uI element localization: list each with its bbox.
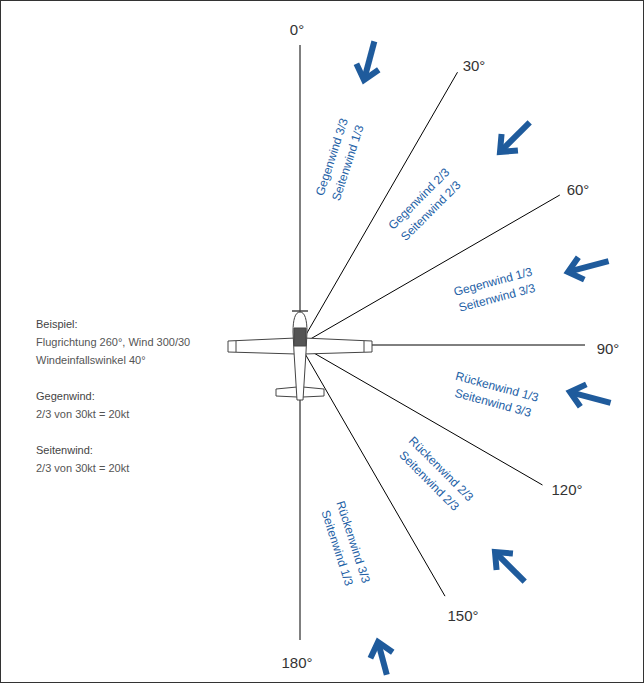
wind-arrow xyxy=(356,41,378,80)
example-text: Windeinfallswinkel 40° xyxy=(36,354,146,367)
arrow-head xyxy=(370,642,392,658)
fuselage xyxy=(293,312,307,400)
cockpit xyxy=(294,328,306,346)
airplane xyxy=(228,311,372,400)
wind-arrow xyxy=(370,642,392,675)
arrow-shaft xyxy=(502,122,530,150)
example-text: Seitenwind: xyxy=(36,444,93,457)
example-text: 2/3 von 30kt = 20kt xyxy=(36,408,129,421)
angle-ray xyxy=(300,45,301,345)
wind-arrows xyxy=(356,41,610,674)
angle-label: 120° xyxy=(551,481,582,499)
angle-label: 0° xyxy=(290,21,304,39)
example-text: Flugrichtung 260°, Wind 300/30 xyxy=(36,336,190,349)
arrow-head xyxy=(356,64,378,80)
arrow-head xyxy=(568,257,584,279)
angle-label: 60° xyxy=(567,181,590,199)
wind-arrow xyxy=(495,552,525,582)
wind-arrow xyxy=(570,384,611,406)
wind-arrow xyxy=(568,257,609,279)
angle-label: 150° xyxy=(447,607,478,625)
arrow-shaft xyxy=(497,554,525,582)
wing-tip xyxy=(364,341,365,352)
arrow-head xyxy=(495,552,513,570)
propeller xyxy=(292,310,308,312)
wind-arrow xyxy=(500,122,530,152)
angle-label: 90° xyxy=(597,340,620,358)
arrow-head xyxy=(570,384,586,406)
wing-tip xyxy=(236,341,237,352)
example-text: Gegenwind: xyxy=(36,390,95,403)
arrow-head xyxy=(500,134,518,152)
angle-label: 30° xyxy=(463,57,486,75)
angle-label: 180° xyxy=(281,654,312,672)
example-text: Beispiel: xyxy=(36,318,78,331)
example-text: 2/3 von 30kt = 20kt xyxy=(36,462,129,475)
